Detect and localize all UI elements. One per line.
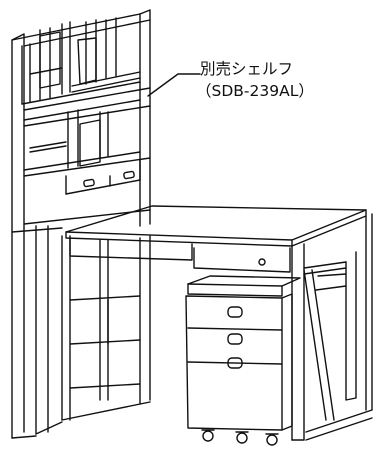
drawer-cabinet	[185, 275, 301, 446]
shelf-unit	[11, 9, 151, 439]
desk	[65, 205, 373, 441]
callout-label: 別売シェルフ （SDB-239AL）	[196, 58, 376, 102]
callout-leader-line	[147, 73, 201, 97]
shelf-model-text: （SDB-239AL）	[196, 82, 314, 100]
shelf-name-text: 別売シェルフ	[200, 60, 294, 78]
